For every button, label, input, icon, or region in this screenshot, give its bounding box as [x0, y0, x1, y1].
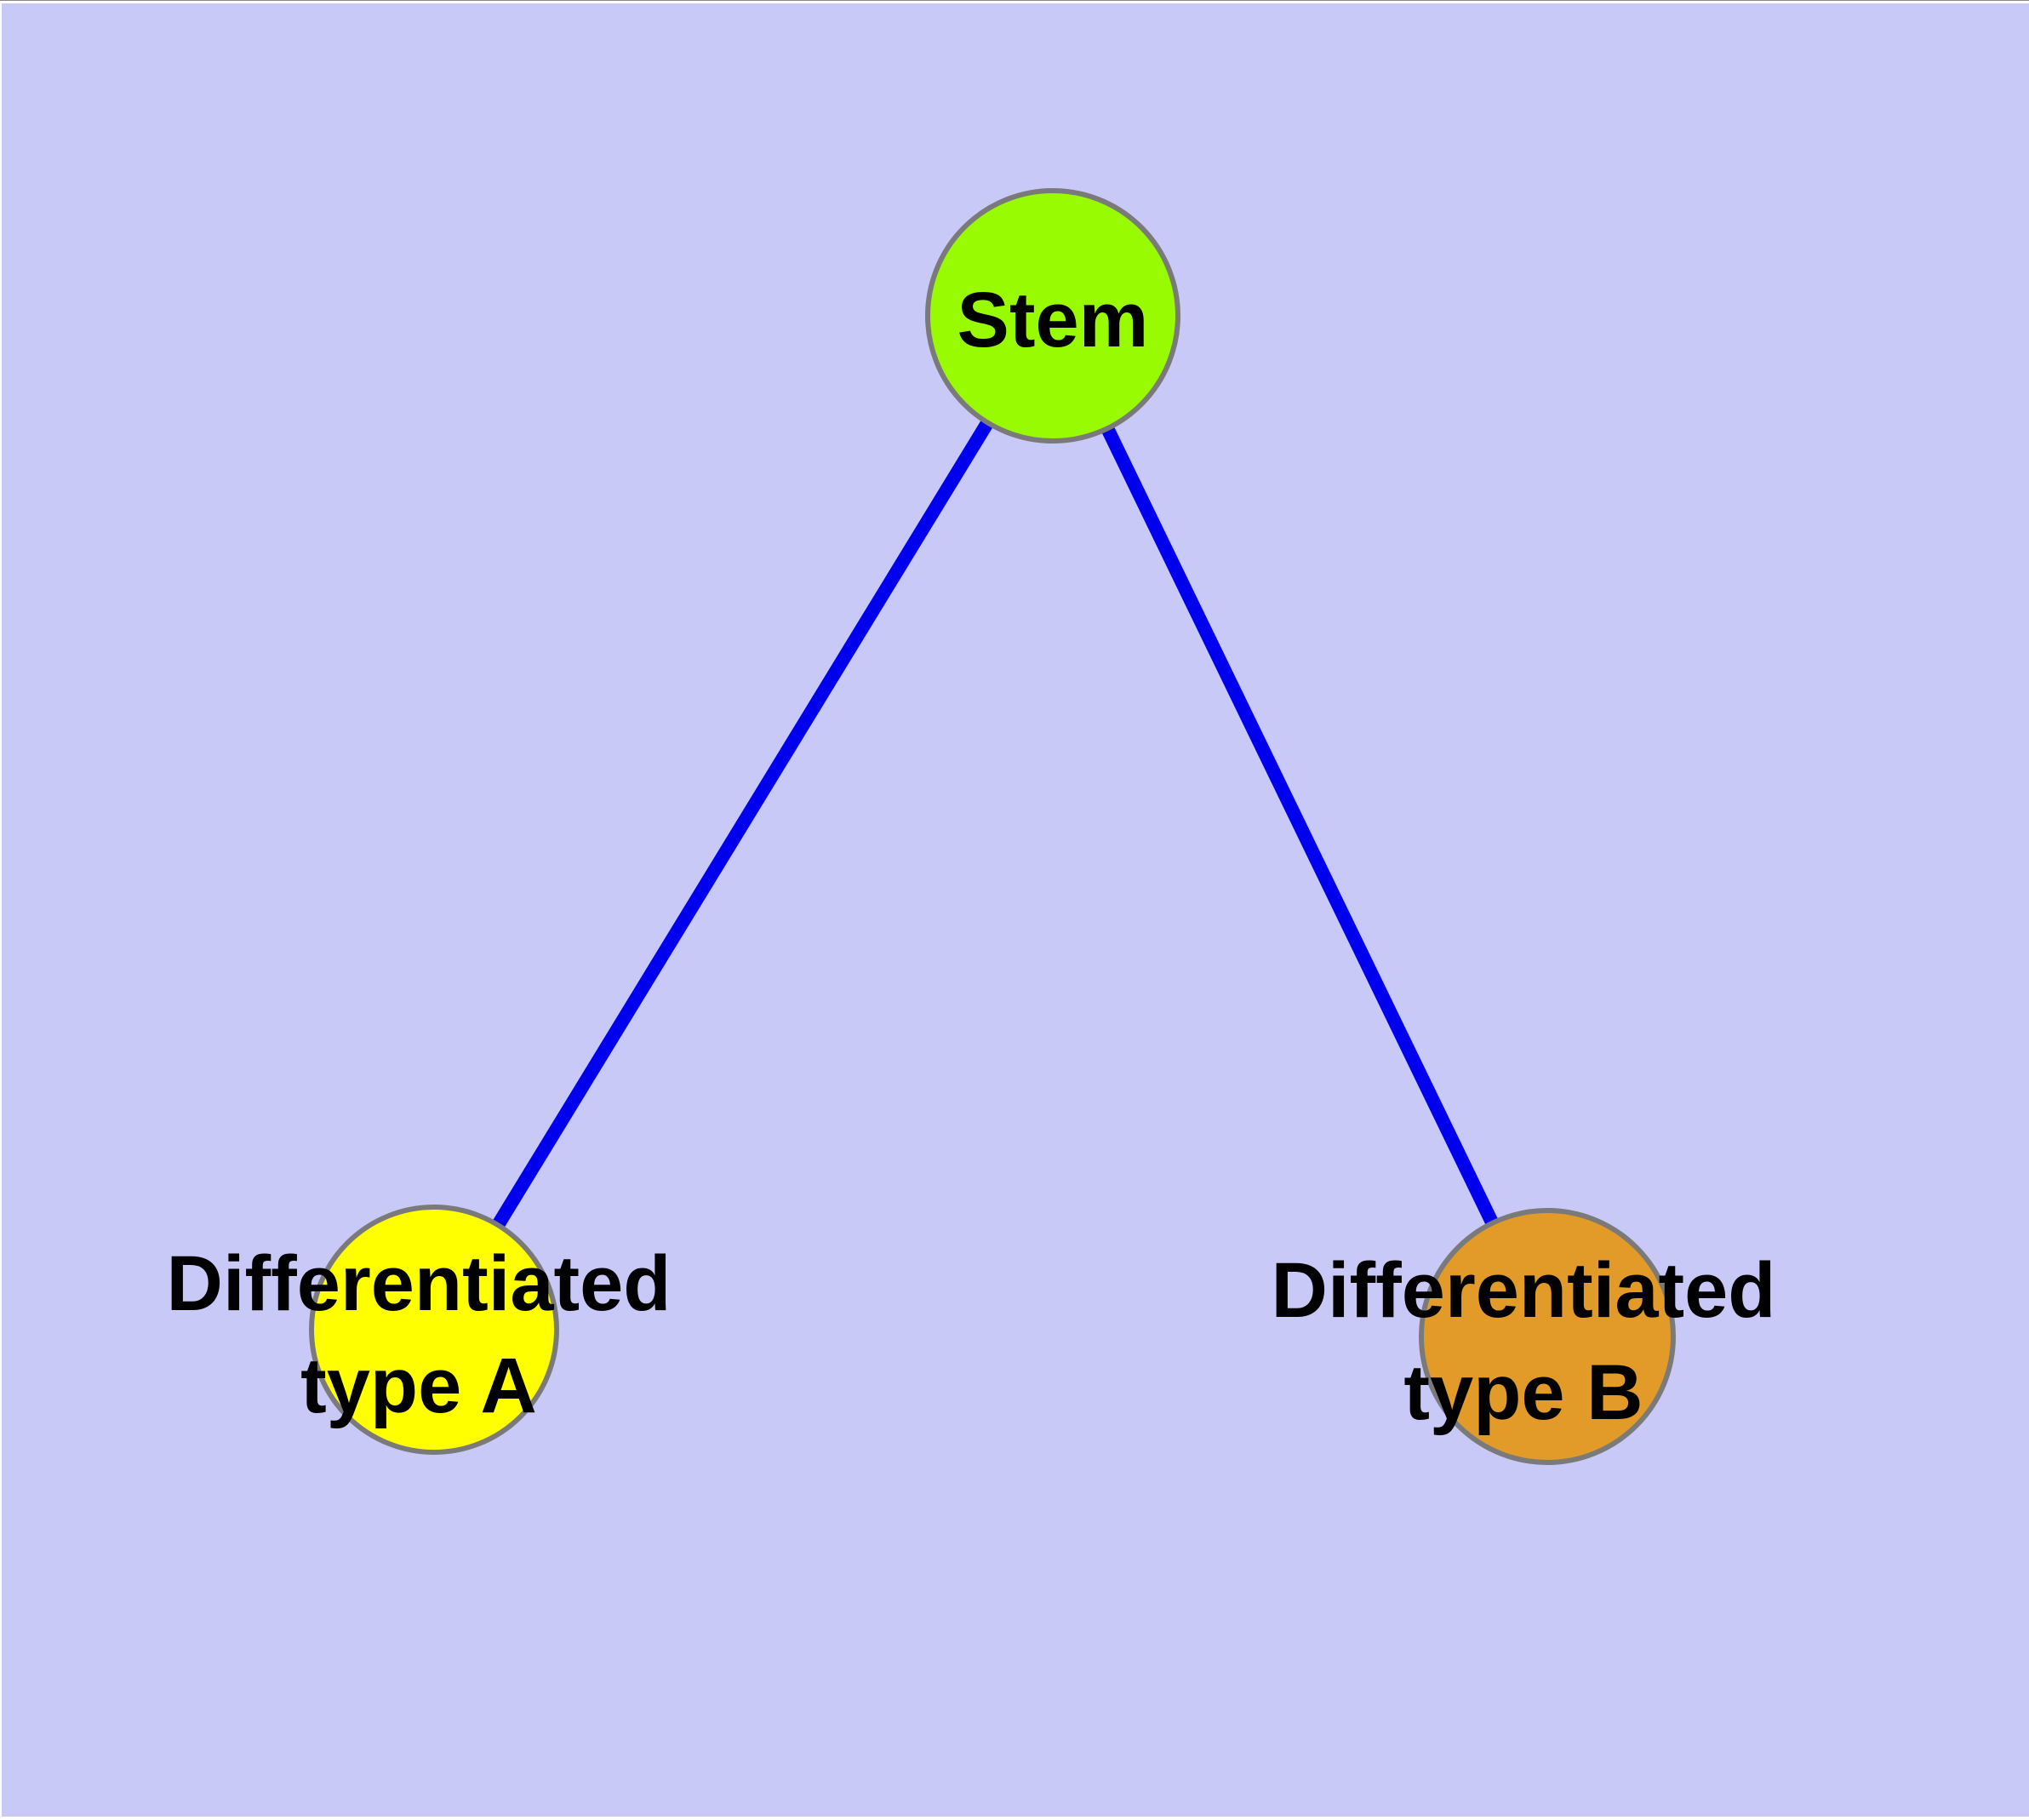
edge-stem-to-type-b — [1046, 312, 1554, 1340]
window-frame-top — [0, 1, 2029, 3]
node-differentiated-type-b-label-line1: Differentiated — [1271, 1247, 1776, 1334]
node-differentiated-type-b-label: Differentiated type B — [1272, 1239, 1776, 1444]
node-differentiated-type-a-label-line1: Differentiated — [166, 1240, 672, 1327]
node-differentiated-type-b-label-line2: type B — [1403, 1349, 1643, 1436]
node-stem-label-text: Stem — [957, 277, 1149, 363]
window-frame-bottom — [0, 1817, 2029, 1820]
node-differentiated-type-a-circle — [309, 1205, 559, 1455]
node-differentiated-type-a-label-line2: type A — [300, 1342, 537, 1429]
window-frame-left — [0, 1, 2, 1820]
window-frame-topline — [0, 0, 2029, 1]
node-stem-circle — [925, 188, 1180, 444]
edge-stem-to-type-a — [428, 312, 1059, 1334]
node-differentiated-type-a-label: Differentiated type A — [167, 1233, 672, 1437]
node-differentiated-type-b-circle — [1419, 1208, 1676, 1465]
node-stem-label: Stem — [957, 269, 1149, 371]
